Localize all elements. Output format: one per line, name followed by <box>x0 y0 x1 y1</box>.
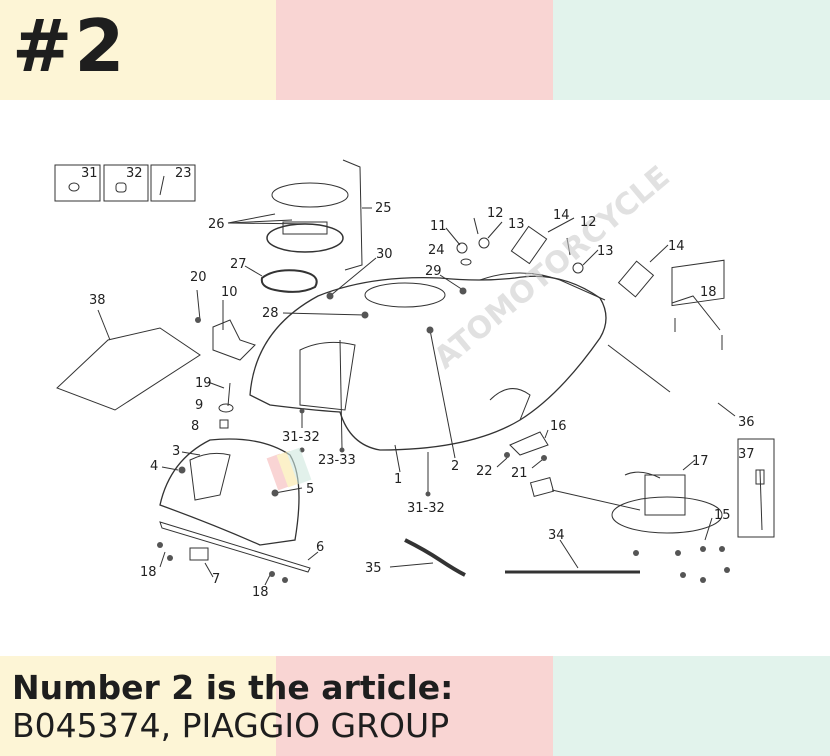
watermark-logo <box>266 447 312 491</box>
header-band-green <box>553 0 830 100</box>
tank-inner-cavity <box>299 341 356 411</box>
part-box-31 <box>54 164 101 202</box>
label-11: 11 <box>430 219 447 234</box>
label-5: 5 <box>306 482 314 497</box>
label-27: 27 <box>230 257 247 272</box>
label-14b: 14 <box>668 239 685 254</box>
label-13b: 13 <box>597 244 614 259</box>
label-29: 29 <box>425 264 442 279</box>
label-32: 32 <box>126 166 143 181</box>
footer-color-band <box>0 656 830 756</box>
label-34: 34 <box>548 528 565 543</box>
label-12b: 12 <box>580 215 597 230</box>
cover-recess <box>189 452 231 501</box>
filler-flange <box>266 223 344 253</box>
label-18b: 18 <box>140 565 157 580</box>
fuel-tank-body <box>249 275 607 451</box>
footer-band-pink <box>276 656 553 756</box>
label-28: 28 <box>262 306 279 321</box>
label-1: 1 <box>394 472 402 487</box>
label-31-32-upper: 31-32 <box>282 430 320 445</box>
part-box-37 <box>737 438 775 538</box>
label-22: 22 <box>476 464 493 479</box>
rail-part-6 <box>159 521 311 573</box>
sensor-part-37 <box>755 469 765 485</box>
label-7: 7 <box>212 572 220 587</box>
label-3: 3 <box>172 444 180 459</box>
header-band-pink <box>276 0 553 100</box>
bracket-part-10 <box>212 319 256 361</box>
tank-filler-opening <box>364 282 446 308</box>
gasket-part-27 <box>260 269 318 293</box>
nut-part-13a <box>478 237 490 249</box>
bracket-group-25 <box>342 159 363 271</box>
label-23: 23 <box>175 166 192 181</box>
label-35: 35 <box>365 561 382 576</box>
fuel-pump-flange <box>611 496 723 534</box>
label-36: 36 <box>738 415 755 430</box>
filler-ring <box>282 221 328 235</box>
label-8: 8 <box>191 419 199 434</box>
label-25: 25 <box>375 201 392 216</box>
label-15: 15 <box>714 508 731 523</box>
mat-part-38 <box>56 327 201 411</box>
label-37: 37 <box>738 447 755 462</box>
hose-part-35 <box>404 538 466 577</box>
label-16: 16 <box>550 419 567 434</box>
tank-bottom-mount <box>489 388 531 421</box>
nut-part-13b <box>572 262 584 274</box>
label-18a: 18 <box>700 285 717 300</box>
filler-cap-disc <box>271 182 349 208</box>
label-30: 30 <box>376 247 393 262</box>
label-12a: 12 <box>487 206 504 221</box>
clip-part-14b <box>617 260 655 298</box>
caption-title: Number 2 is the article: <box>12 668 454 707</box>
label-31: 31 <box>81 166 98 181</box>
label-21: 21 <box>511 466 528 481</box>
clip-part-14a <box>510 225 548 265</box>
part-box-32 <box>103 164 149 202</box>
label-38: 38 <box>89 293 106 308</box>
header-color-band <box>0 0 830 100</box>
label-17: 17 <box>692 454 709 469</box>
washer-part-31 <box>68 182 80 192</box>
label-18c: 18 <box>252 585 269 600</box>
label-13a: 13 <box>508 217 525 232</box>
bolt-part-23 <box>159 175 165 196</box>
item-number-badge: #2 <box>12 4 127 88</box>
watermark-text: ATOMOTORCYCLE <box>428 159 677 376</box>
label-14a: 14 <box>553 208 570 223</box>
nut-part-8 <box>219 419 229 429</box>
bracket-part-16 <box>509 431 549 456</box>
parts-diagram: ATOMOTORCYCLE 31 32 23 25 26 27 30 29 28… <box>54 159 775 600</box>
fastener-group <box>157 287 730 583</box>
cap-part-32 <box>115 182 127 193</box>
label-4: 4 <box>150 459 158 474</box>
header-band-yellow <box>0 0 276 100</box>
label-9: 9 <box>195 398 203 413</box>
label-23-33: 23-33 <box>318 453 356 468</box>
caption-subtitle: B045374, PIAGGIO GROUP <box>12 706 450 745</box>
washer-part-9 <box>218 403 234 413</box>
nut-part-11 <box>456 242 468 254</box>
label-31-32-lower: 31-32 <box>407 501 445 516</box>
connector-part <box>529 477 555 497</box>
fuel-pump-inlet <box>624 471 661 479</box>
footer-band-green <box>553 656 830 756</box>
label-24: 24 <box>428 243 445 258</box>
clip-part-7 <box>189 547 209 561</box>
label-6: 6 <box>316 540 324 555</box>
fuel-pump-body <box>644 474 686 516</box>
label-26: 26 <box>208 217 225 232</box>
label-2: 2 <box>451 459 459 474</box>
footer-band-yellow <box>0 656 276 756</box>
label-10: 10 <box>221 285 238 300</box>
label-20: 20 <box>190 270 207 285</box>
washer-part-24 <box>460 258 472 266</box>
tank-rear-ridge <box>479 272 606 301</box>
label-19: 19 <box>195 376 212 391</box>
part-box-23 <box>150 164 196 202</box>
